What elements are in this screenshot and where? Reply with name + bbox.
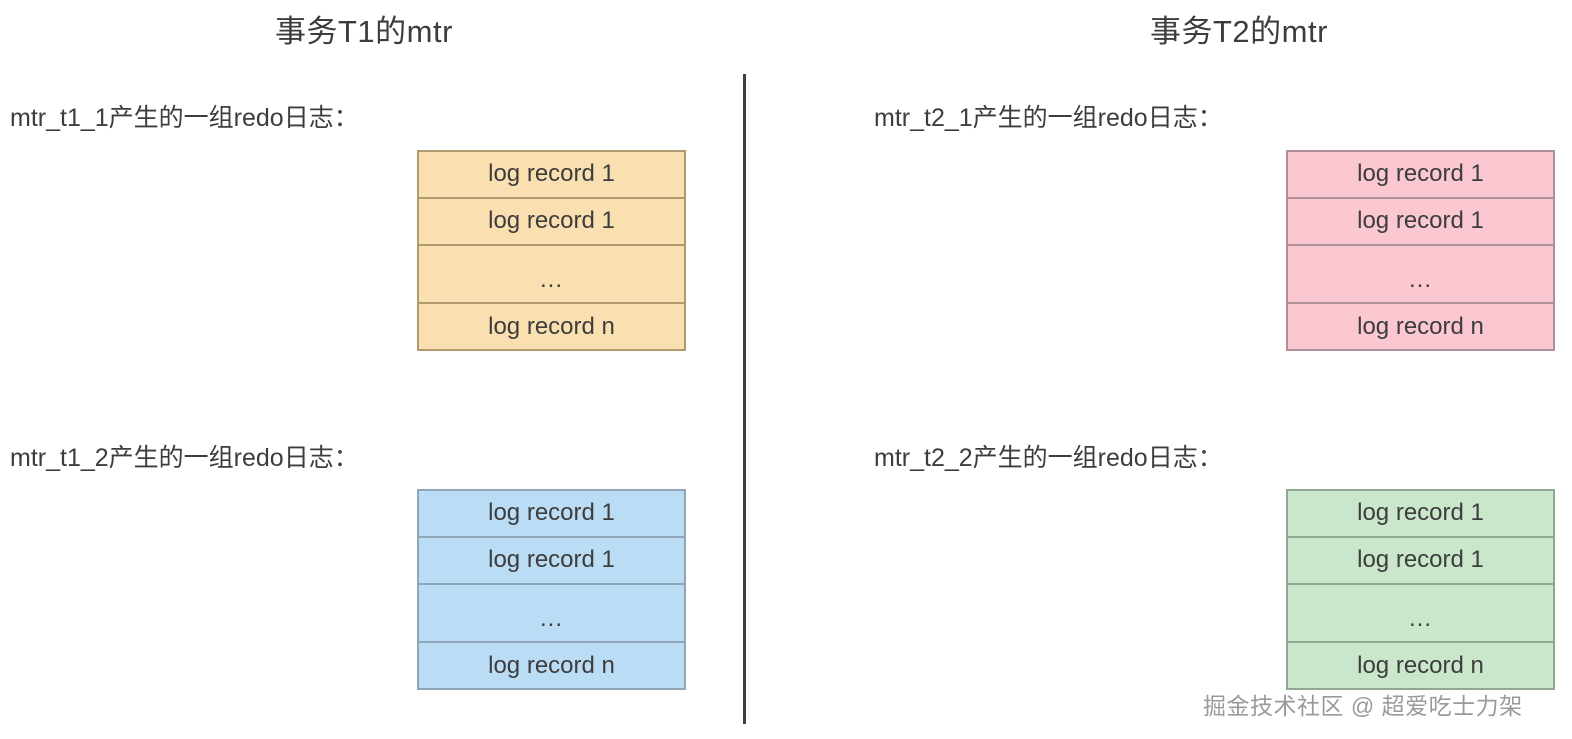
caption-mtr-t2-2: mtr_t2_2产生的一组redo日志： — [874, 444, 1223, 472]
log-record-row-ellipsis: ... — [419, 585, 684, 644]
log-record-row: log record n — [1357, 651, 1484, 679]
log-record-row-ellipsis: ... — [1288, 585, 1553, 644]
log-record-row: log record 1 — [419, 152, 684, 199]
log-record-row: log record 1 — [1288, 152, 1553, 199]
watermark-text: 掘金技术社区 @ 超爱吃士力架 — [1203, 693, 1523, 719]
vertical-divider — [743, 74, 746, 724]
column-title-t1: 事务T1的mtr — [275, 14, 453, 49]
log-record-row-ellipsis: ... — [1288, 246, 1553, 305]
caption-mtr-t1-1: mtr_t1_1产生的一组redo日志： — [10, 104, 359, 132]
log-record-row: log record 1 — [419, 491, 684, 538]
log-record-row: log record 1 — [419, 199, 684, 246]
log-record-row: log record 1 — [1288, 491, 1553, 538]
caption-mtr-t2-1: mtr_t2_1产生的一组redo日志： — [874, 104, 1223, 132]
column-title-t2: 事务T2的mtr — [1150, 14, 1328, 49]
caption-mtr-t1-2: mtr_t1_2产生的一组redo日志： — [10, 444, 359, 472]
log-record-row-ellipsis: ... — [419, 246, 684, 305]
log-record-row: log record n — [488, 312, 615, 340]
log-record-table-t1-2: log record 1 log record 1 ... log record… — [417, 489, 686, 690]
log-record-table-t1-1: log record 1 log record 1 ... log record… — [417, 150, 686, 351]
log-record-row: log record 1 — [419, 538, 684, 585]
log-record-table-t2-2: log record 1 log record 1 ... log record… — [1286, 489, 1555, 690]
log-record-table-t2-1: log record 1 log record 1 ... log record… — [1286, 150, 1555, 351]
log-record-row: log record 1 — [1288, 538, 1553, 585]
log-record-row: log record n — [1357, 312, 1484, 340]
log-record-row: log record 1 — [1288, 199, 1553, 246]
log-record-row: log record n — [488, 651, 615, 679]
